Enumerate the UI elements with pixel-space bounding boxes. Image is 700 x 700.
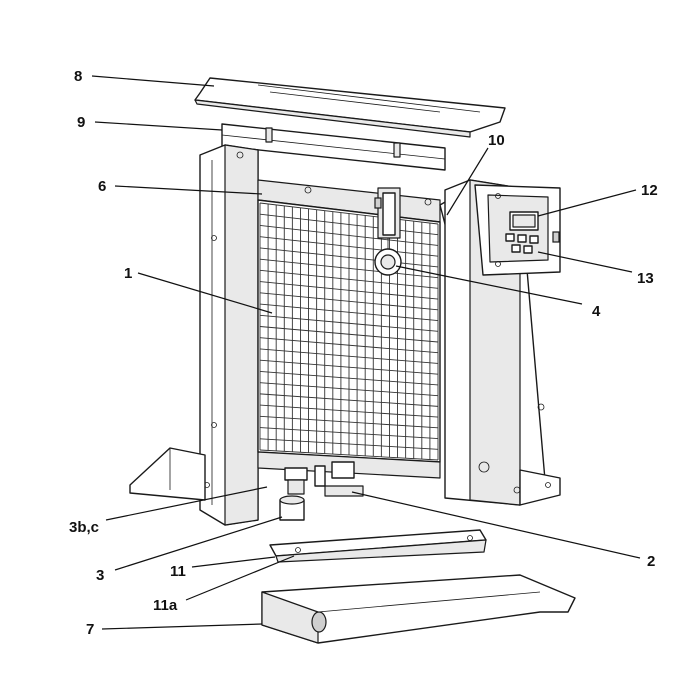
callout-4: 4: [592, 303, 601, 320]
callout-3bc: 3b,c: [69, 519, 99, 536]
left-base-foot: [129, 447, 206, 501]
grid-row-line: [259, 247, 439, 268]
grid-row-line: [259, 393, 439, 407]
leader-12: [537, 189, 637, 217]
callout-2: 2: [647, 553, 655, 570]
leader-11: [191, 556, 276, 568]
grid-row-line: [259, 258, 439, 279]
top-cover-part: [194, 77, 506, 138]
control-display-part: [509, 211, 539, 231]
drain-cap-part: [279, 495, 305, 521]
leader-10: [446, 147, 489, 216]
grid-row-line: [259, 292, 439, 311]
callout-labels: 8 9 10 6 12 1 13 4 3b,c 2 3 11 11a 7: [69, 68, 658, 638]
grid-row-line: [259, 314, 439, 332]
grid-row-line: [259, 370, 439, 386]
callout-7: 7: [86, 621, 94, 638]
leader-9: [94, 121, 223, 131]
grid-row-line: [259, 202, 439, 225]
callout-6: 6: [98, 178, 106, 195]
callout-8: 8: [74, 68, 82, 85]
grid-row-line: [259, 269, 439, 289]
grid-row-line: [259, 382, 439, 397]
grid-row-line: [259, 427, 439, 439]
leader-6: [114, 185, 263, 195]
grid-row-line: [259, 449, 439, 461]
leader-4: [395, 265, 583, 305]
callout-1: 1: [124, 265, 132, 282]
control-keypad-part: [505, 233, 539, 254]
leader-7: [101, 623, 263, 630]
grid-row-line: [259, 359, 439, 375]
pump-fittings-part: [284, 461, 364, 497]
leader-2: [351, 491, 641, 559]
leader-3: [114, 516, 283, 571]
grid-row-line: [259, 438, 439, 450]
leader-11a: [185, 555, 295, 601]
right-base-foot: [519, 469, 561, 506]
grid-row-line: [259, 303, 439, 321]
leader-lines: [91, 75, 641, 630]
callout-11: 11: [170, 563, 186, 580]
water-valve-assembly-part: [374, 187, 402, 276]
grid-row-line: [259, 213, 439, 236]
bottom-cover-part: [261, 574, 576, 644]
leader-3bc: [105, 486, 268, 521]
callout-12: 12: [641, 182, 658, 199]
grid-row-line: [259, 415, 439, 429]
grid-row-line: [259, 281, 439, 300]
leader-1: [137, 272, 273, 314]
callout-11a: 11a: [153, 597, 178, 614]
callout-13: 13: [637, 270, 654, 287]
sump-tray-part: [269, 529, 487, 563]
callout-10: 10: [488, 132, 505, 149]
left-side-panel: [199, 144, 259, 526]
callout-3: 3: [96, 567, 104, 584]
grid-row-line: [259, 337, 439, 354]
grid-row-line: [259, 225, 439, 246]
callout-9: 9: [77, 114, 85, 131]
leader-13: [537, 251, 633, 273]
leader-8: [91, 75, 215, 87]
grid-row-line: [259, 404, 439, 418]
evaporator-grid-part: [257, 199, 441, 463]
grid-row-line: [259, 236, 439, 257]
grid-row-line: [259, 326, 439, 343]
top-panel-part: [221, 123, 446, 171]
grid-row-line: [259, 348, 439, 364]
